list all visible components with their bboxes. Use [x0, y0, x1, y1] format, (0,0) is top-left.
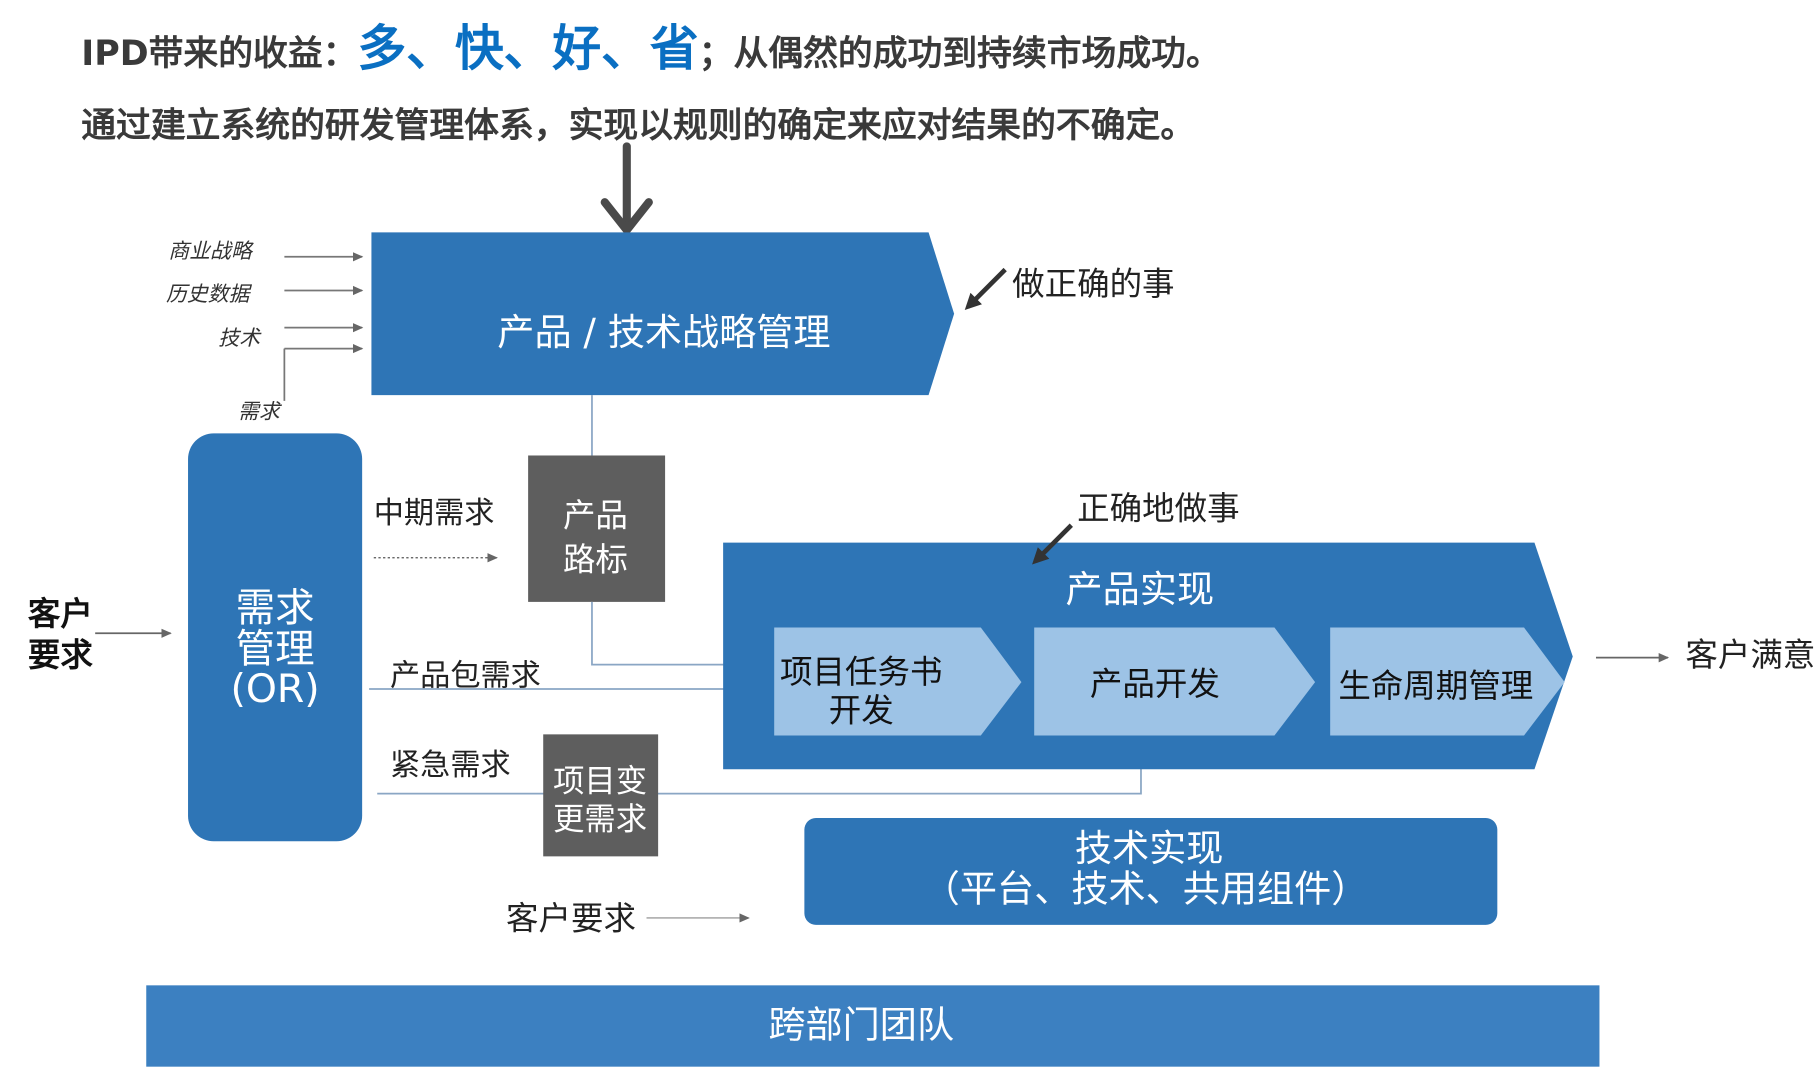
- header-highlight: 多、快、好、省: [357, 20, 698, 77]
- stage-3-label: 生命周期管理: [1338, 667, 1533, 705]
- input-demand: 需求: [238, 399, 283, 423]
- input-history-data: 历史数据: [166, 282, 253, 306]
- demand-mgmt-line-2: 管理: [236, 626, 315, 672]
- down-arrow-icon: [600, 142, 653, 235]
- change-request-line-2: 更需求: [553, 802, 647, 838]
- input-arrows: [283, 252, 364, 401]
- strategy-title: 产品 / 技术战略管理: [497, 311, 830, 354]
- change-request-line-1: 项目变: [553, 763, 647, 799]
- header-prefix: IPD带来的收益：: [81, 34, 357, 74]
- stage-1-line-1: 项目任务书: [780, 653, 942, 691]
- team-bar: [146, 985, 1600, 1067]
- flow-package-label: 产品包需求: [390, 659, 541, 694]
- demand-mgmt-line-1: 需求: [236, 586, 315, 632]
- annotation-arrow-2-icon: [1032, 523, 1073, 565]
- customer-req-left-line-1: 客户: [28, 595, 93, 633]
- flow-mid-term-label: 中期需求: [374, 496, 495, 531]
- header-line-1: IPD带来的收益：多、快、好、省；从偶然的成功到持续市场成功。: [81, 20, 1221, 77]
- team-label: 跨部门团队: [768, 1004, 954, 1047]
- input-business-strategy: 商业战略: [168, 239, 254, 263]
- roadmap-line-2: 路标: [563, 541, 628, 579]
- tech-subtitle: （平台、技术、共用组件）: [923, 868, 1369, 911]
- stage-1-line-2: 开发: [829, 692, 894, 730]
- annotation-do-right-thing: 做正确的事: [1012, 265, 1174, 303]
- tech-title: 技术实现: [1075, 827, 1224, 870]
- flow-urgent-label: 紧急需求: [390, 748, 511, 783]
- roadmap-line-1: 产品: [563, 496, 628, 534]
- stage-1-chevron: [774, 627, 1022, 736]
- stage-2-label: 产品开发: [1090, 665, 1220, 703]
- roadmap-box: [528, 455, 666, 602]
- stage-3-chevron: [1330, 627, 1565, 736]
- demand-mgmt-line-3: (OR): [230, 666, 319, 712]
- strategy-box: [371, 232, 955, 396]
- tech-box: [804, 818, 1498, 925]
- customer-req-left-line-2: 要求: [28, 636, 93, 674]
- input-technology: 技术: [218, 326, 262, 350]
- outcome-label: 客户满意: [1685, 636, 1815, 674]
- annotation-arrow-icon: [964, 267, 1007, 311]
- demand-mgmt-box: [188, 433, 363, 842]
- flow-customer-req-label: 客户要求: [506, 900, 636, 938]
- header-line-2: 通过建立系统的研发管理体系，实现以规则的确定来应对结果的不确定。: [81, 106, 1195, 146]
- change-request-box: [543, 734, 659, 857]
- realization-title: 产品实现: [1066, 568, 1215, 611]
- stage-2-chevron: [1034, 627, 1316, 736]
- header-suffix: ；从偶然的成功到持续市场成功。: [699, 33, 1221, 74]
- annotation-do-things-right: 正确地做事: [1077, 489, 1239, 527]
